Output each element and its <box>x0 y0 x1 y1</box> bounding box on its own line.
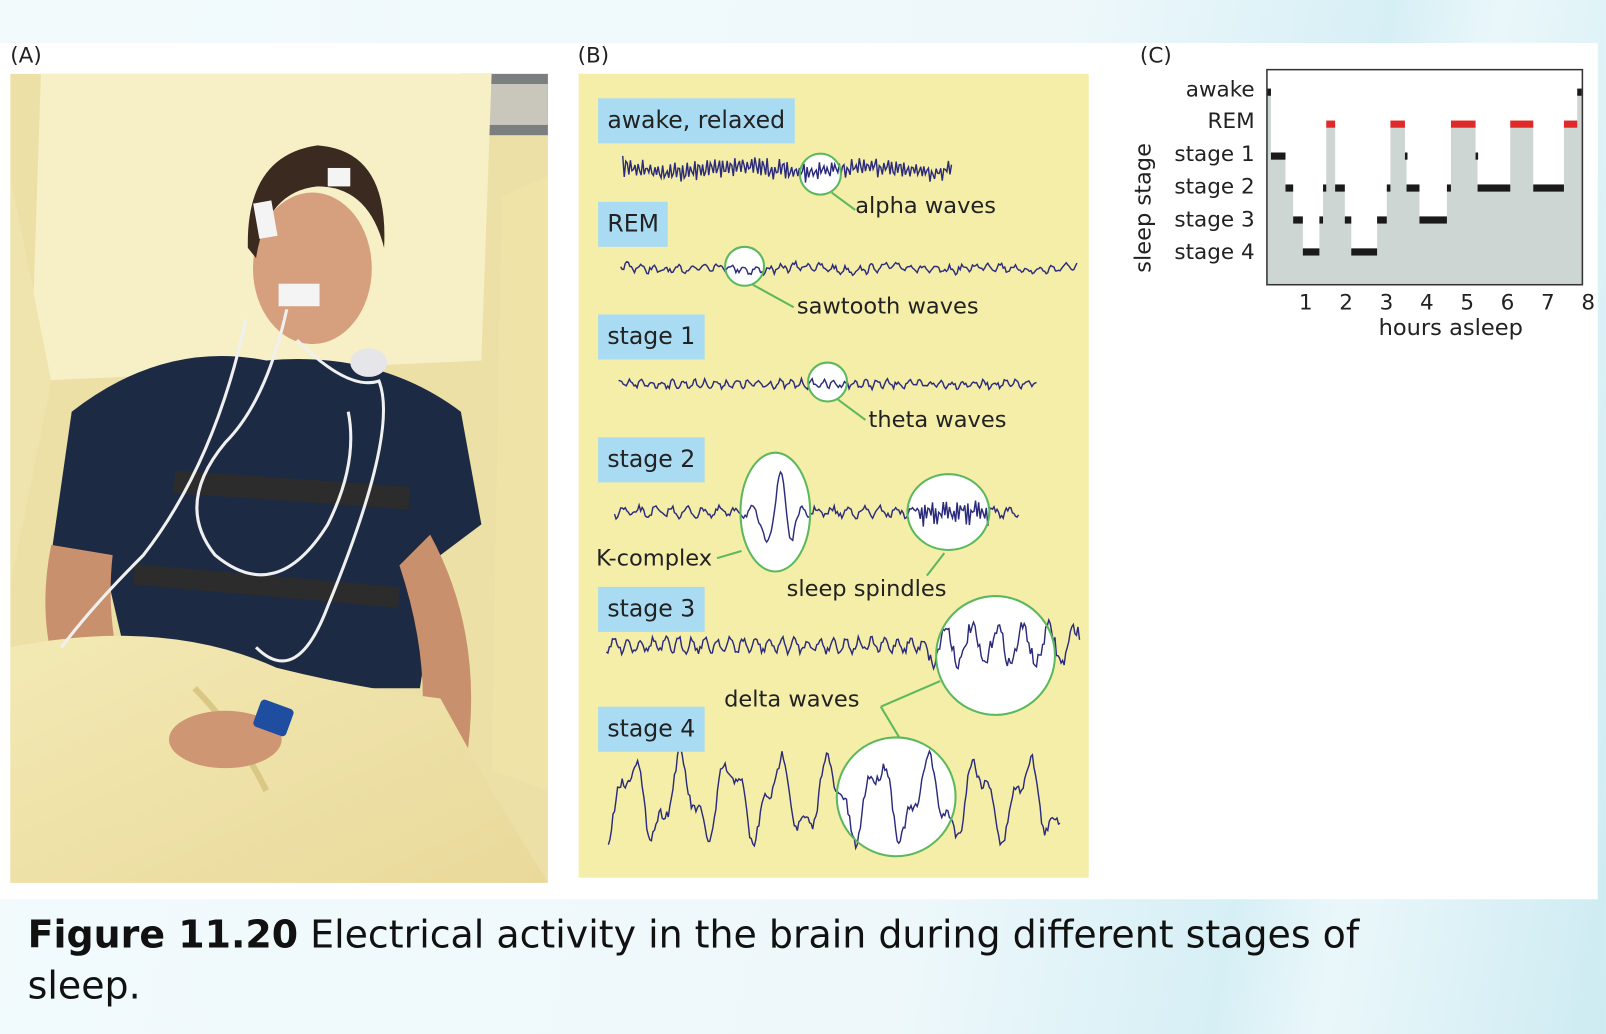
y-tick-stage3: stage 3 <box>1174 206 1255 232</box>
segment-stage2 <box>1533 184 1564 192</box>
annotation-leader-line <box>880 680 941 708</box>
annotation-k-complex: K-complex <box>596 545 713 572</box>
segment-rem <box>1390 120 1405 128</box>
x-tick-3: 3 <box>1379 289 1394 315</box>
inset-trace-stage1 <box>808 376 848 392</box>
segment-rem <box>1450 120 1476 128</box>
segment-awake <box>1577 88 1582 96</box>
caption-text-line2: sleep. <box>27 963 141 1008</box>
segment-awake <box>1266 88 1271 96</box>
annotation-leader-line <box>716 550 742 560</box>
annotation-delta-waves: delta waves <box>724 687 860 713</box>
inset-magnifier-rem <box>725 246 765 286</box>
annotation-alpha-waves: alpha waves <box>855 193 997 220</box>
inset-magnifier-stage2 <box>740 452 811 572</box>
eeg-trace-rem <box>620 259 1078 277</box>
x-tick-4: 4 <box>1419 289 1434 315</box>
inset-ring-stage3 <box>935 595 1056 716</box>
annotation-sawtooth-waves: sawtooth waves <box>796 293 979 320</box>
segment-stage3 <box>1344 216 1352 224</box>
inset-trace-stage3 <box>936 617 1055 672</box>
x-tick-5: 5 <box>1460 289 1475 315</box>
inset-ring-awake <box>798 152 842 196</box>
segment-rem <box>1563 120 1578 128</box>
segment-stage2 <box>1335 184 1345 192</box>
x-tick-1: 1 <box>1298 289 1313 315</box>
x-axis-label: hours asleep <box>1378 315 1523 342</box>
inset-ring-stage2 <box>906 473 991 552</box>
x-tick-7: 7 <box>1541 289 1555 315</box>
segment-stage2 <box>1446 184 1451 192</box>
annotation-leader-line <box>926 552 946 577</box>
segment-rem <box>1326 120 1336 128</box>
stage-label-rem: REM <box>598 201 669 247</box>
segment-stage1 <box>1404 152 1408 160</box>
segment-stage3 <box>1293 216 1303 224</box>
annotation-sleep-spindles: sleep spindles <box>786 576 947 603</box>
segment-stage1 <box>1270 152 1286 160</box>
stage-label-stage1: stage 1 <box>598 314 705 360</box>
inset-ring-stage4 <box>835 736 957 858</box>
segment-rem <box>1510 120 1534 128</box>
annotation-leader-line <box>879 706 901 738</box>
annotation-leader-line <box>752 283 795 309</box>
segment-stage3 <box>1377 216 1387 224</box>
segment-stage1 <box>1475 152 1479 160</box>
figure-number: Figure 11.20 <box>27 912 299 957</box>
y-tick-stage1: stage 1 <box>1174 141 1255 166</box>
x-tick-2: 2 <box>1339 289 1353 315</box>
stage-label-stage3: stage 3 <box>598 586 705 632</box>
inset-ring-stage1 <box>807 361 849 403</box>
plot-frame <box>1266 68 1584 286</box>
eeg-trace-awake <box>621 155 953 183</box>
x-tick-8: 8 <box>1581 289 1596 315</box>
segment-stage2 <box>1477 184 1511 192</box>
stage-label-awake: awake, relaxed <box>598 98 795 144</box>
panel-b-label: (B) <box>577 43 610 68</box>
stage-label-stage4: stage 4 <box>598 706 705 752</box>
y-tick-awake: awake <box>1185 76 1255 102</box>
panel-a-label: (A) <box>10 43 42 68</box>
segment-stage3 <box>1419 216 1447 224</box>
inset-ring-rem <box>724 245 766 287</box>
y-axis-label: sleep stage <box>1131 143 1157 273</box>
segment-stage4 <box>1351 248 1378 256</box>
y-tick-stage4: stage 4 <box>1174 239 1255 265</box>
segment-stage2 <box>1323 184 1327 192</box>
x-tick-6: 6 <box>1500 289 1515 315</box>
stage-label-stage2: stage 2 <box>598 437 705 483</box>
annotation-leader-line <box>837 398 867 421</box>
inset-magnifier-stage4 <box>836 737 956 857</box>
segment-stage2 <box>1406 184 1420 192</box>
inset-ring-stage2 <box>739 451 812 573</box>
sleeping-patient-photo <box>10 73 548 883</box>
sleep-depth-area <box>1266 92 1583 285</box>
segment-stage3 <box>1319 216 1324 224</box>
eeg-trace-stage4 <box>607 746 1061 851</box>
figure-caption: Figure 11.20 Electrical activity in the … <box>28 909 1360 1011</box>
annotation-theta-waves: theta waves <box>868 407 1007 434</box>
inset-trace-stage2 <box>907 474 990 544</box>
segment-stage2 <box>1285 184 1294 192</box>
panel-c-label: (C) <box>1139 43 1172 68</box>
y-tick-stage2: stage 2 <box>1174 174 1255 199</box>
annotation-leader-line <box>831 191 856 211</box>
segment-stage4 <box>1302 248 1320 256</box>
caption-text-line1: Electrical activity in the brain during … <box>298 912 1360 957</box>
segment-stage2 <box>1386 184 1391 192</box>
inset-magnifier-stage1 <box>808 362 848 402</box>
y-tick-rem: REM <box>1207 108 1255 134</box>
